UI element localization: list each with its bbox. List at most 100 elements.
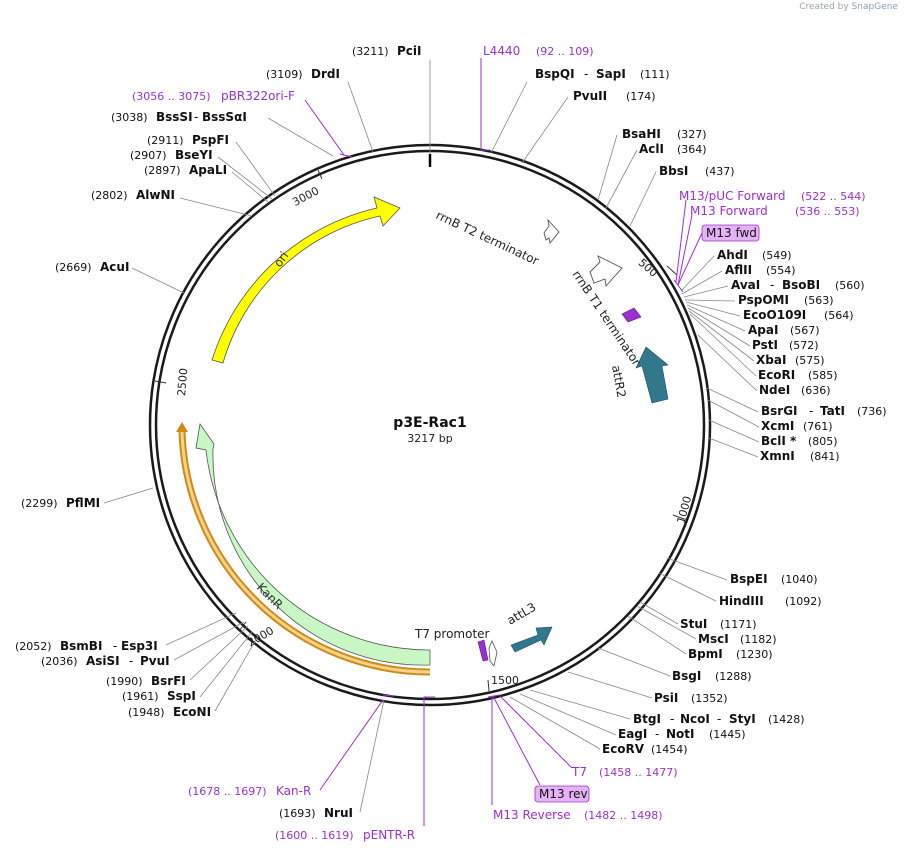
- tick-label-2000: 2000: [245, 624, 276, 649]
- enzyme-bsssi[interactable]: BssSI: [156, 110, 193, 124]
- leader-m13puc: [675, 199, 687, 283]
- enzyme-ahdi[interactable]: AhdI: [717, 248, 748, 262]
- enzyme-pspomi[interactable]: PspOMI: [738, 293, 789, 307]
- t7-promoter-arrow[interactable]: [488, 640, 498, 667]
- enzyme-apai[interactable]: ApaI: [748, 323, 778, 337]
- leader-pspomi: [684, 299, 736, 302]
- enzyme-drdi[interactable]: DrdI: [311, 67, 340, 81]
- enzyme-bsmbi[interactable]: BsmBI: [60, 639, 102, 653]
- primer-m13puc[interactable]: M13/pUC Forward: [679, 189, 786, 203]
- enzyme-xmni-pos: (841): [810, 450, 840, 463]
- primer-m13fwd[interactable]: M13 Forward: [690, 204, 768, 218]
- enzyme-nrui[interactable]: NruI: [324, 806, 353, 820]
- enzyme-msci[interactable]: MscI: [698, 632, 729, 646]
- primer-pentr[interactable]: pENTR-R: [363, 828, 415, 842]
- purple-feature-marker[interactable]: [621, 307, 642, 323]
- primer-m13reverse[interactable]: M13 Reverse: [493, 808, 571, 822]
- enzyme-noti[interactable]: NotI: [666, 727, 695, 741]
- enzyme-esp3i[interactable]: Esp3I: [121, 639, 158, 653]
- enzyme-acli[interactable]: AclI: [639, 142, 664, 156]
- enzyme-sapi[interactable]: SapI: [596, 67, 626, 81]
- t7-promoter-marker[interactable]: [477, 639, 489, 662]
- attr2-label: attR2: [609, 364, 628, 399]
- primer-kanr[interactable]: Kan-R: [276, 784, 311, 798]
- enzyme-drdi-pos: (3109): [266, 68, 303, 81]
- enzyme-xmni[interactable]: XmnI: [760, 449, 795, 463]
- enzyme-btgi-pos: (1428): [768, 713, 805, 726]
- primer-m13fwd-box-label: M13 fwd: [706, 226, 757, 240]
- enzyme-psti-pos: (572): [789, 339, 819, 352]
- attl3-feature[interactable]: [510, 626, 553, 653]
- enzyme-bseyi[interactable]: BseYI: [175, 148, 213, 162]
- enzyme-asisi[interactable]: AsiSI: [86, 654, 120, 668]
- enzyme-apai-pos: (567): [790, 324, 820, 337]
- enzyme-pvui[interactable]: PvuI: [140, 654, 170, 668]
- leader-econi: [214, 635, 259, 712]
- enzyme-aflii[interactable]: AflII: [725, 263, 752, 277]
- leader-msci: [636, 605, 697, 640]
- enzyme-stui[interactable]: StuI: [680, 617, 707, 631]
- enzyme-bspqi[interactable]: BspQI: [535, 67, 575, 81]
- enzyme-xbai[interactable]: XbaI: [756, 353, 786, 367]
- enzyme-ecorv[interactable]: EcoRV: [602, 742, 645, 756]
- enzyme-apali[interactable]: ApaLI: [189, 163, 227, 177]
- enzyme-bsrgi[interactable]: BsrGI: [761, 404, 798, 418]
- primer-m13fwd-box[interactable]: M13 fwd: [701, 224, 760, 242]
- enzyme-bsahi[interactable]: BsaHI: [622, 127, 661, 141]
- enzyme-bbsi[interactable]: BbsI: [659, 164, 688, 178]
- primer-bar-pbr322: [339, 153, 353, 158]
- enzyme-styi[interactable]: StyI: [729, 712, 756, 726]
- primer-m13rev-box[interactable]: M13 rev: [534, 785, 590, 803]
- enzyme-sspi[interactable]: SspI: [167, 689, 196, 703]
- kanr-feature[interactable]: [195, 422, 431, 666]
- leader-aflii: [681, 270, 723, 295]
- enzyme-alwni[interactable]: AlwNI: [136, 188, 175, 202]
- leader-xcmi: [707, 399, 760, 428]
- enzyme-ndei[interactable]: NdeI: [759, 383, 790, 397]
- enzyme-pcii[interactable]: PciI: [397, 44, 422, 58]
- enzyme-eco0109i[interactable]: EcoO109I: [743, 308, 806, 322]
- enzyme-bsssai[interactable]: BssSαI: [202, 110, 247, 124]
- enzyme-stui-pos: (1171): [720, 618, 757, 631]
- enzyme-pspfi[interactable]: PspFI: [192, 133, 229, 147]
- primer-m13puc-range: (522 .. 544): [801, 190, 866, 203]
- enzyme-pflmi[interactable]: PflMI: [66, 496, 100, 510]
- enzyme-bsobi[interactable]: BsoBI: [782, 278, 820, 292]
- enzyme-bspei[interactable]: BspEI: [730, 572, 768, 586]
- leader-drdi: [347, 81, 374, 153]
- enzyme-psii[interactable]: PsiI: [654, 691, 678, 705]
- tick-mark-2500: [154, 380, 167, 384]
- primer-m13fwd-range: (536 .. 553): [795, 205, 860, 218]
- enzyme-eagi[interactable]: EagI: [618, 727, 647, 741]
- primer-t7[interactable]: T7: [571, 765, 587, 779]
- leader-xmni: [708, 437, 759, 458]
- ori-feature[interactable]: [211, 196, 401, 364]
- attr2-feature[interactable]: [635, 346, 669, 404]
- enzyme-econi[interactable]: EcoNI: [173, 705, 211, 719]
- enzyme-hindiii[interactable]: HindIII: [719, 594, 764, 608]
- enzyme-xcmi[interactable]: XcmI: [761, 419, 794, 433]
- enzyme-bpmi[interactable]: BpmI: [688, 647, 723, 661]
- enzyme-bsrfi[interactable]: BsrFI: [151, 674, 186, 688]
- enzyme-ncoi[interactable]: NcoI: [680, 712, 710, 726]
- leader-sspi: [199, 631, 253, 698]
- tick-mark-1000: [672, 514, 685, 520]
- enzyme-pvuii[interactable]: PvuII: [573, 89, 607, 103]
- leader-btgi: [529, 689, 631, 720]
- enzyme-psti[interactable]: PstI: [752, 338, 778, 352]
- enzyme-bsgi[interactable]: BsgI: [672, 669, 701, 683]
- enzyme-ecori[interactable]: EcoRI: [758, 368, 795, 382]
- enzyme-acui[interactable]: AcuI: [100, 260, 129, 274]
- enzyme-btgi[interactable]: BtgI: [633, 712, 661, 726]
- rrnb-t1-arrow[interactable]: [589, 255, 623, 288]
- primer-l4440[interactable]: L4440: [483, 44, 520, 58]
- leader-t7: [499, 695, 573, 769]
- leader-pbr322: [304, 99, 345, 156]
- enzyme-bcli[interactable]: BclI *: [761, 434, 797, 448]
- rrnb-t2-arrow[interactable]: [543, 218, 560, 245]
- enzyme-tati[interactable]: TatI: [820, 404, 845, 418]
- enzyme-ndei-pos: (636): [801, 384, 831, 397]
- enzyme-econi-pos: (1948): [128, 706, 165, 719]
- primer-pbr322[interactable]: pBR322ori-F: [221, 89, 295, 103]
- enzyme-avai[interactable]: AvaI: [731, 278, 760, 292]
